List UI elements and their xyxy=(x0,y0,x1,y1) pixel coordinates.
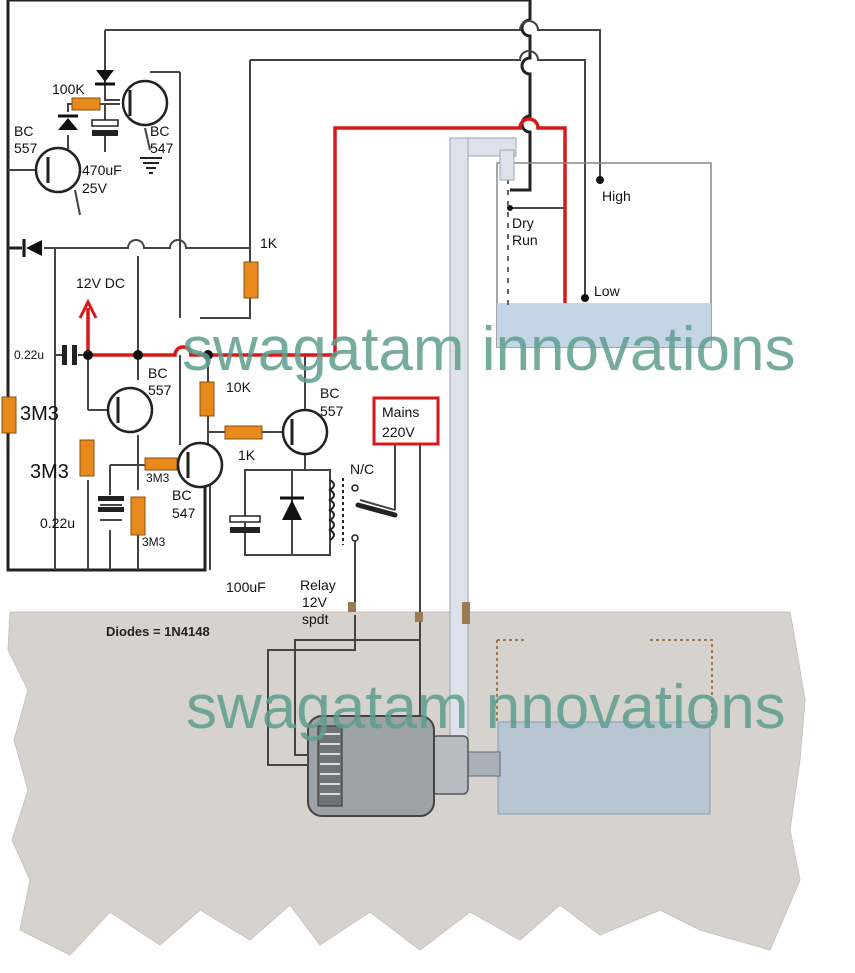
label-q1-bc: BC xyxy=(14,123,33,139)
label-dry-1: Dry xyxy=(512,215,534,231)
label-q3-bc: BC xyxy=(148,365,167,381)
label-r-3m3-mid: 3M3 xyxy=(30,461,69,483)
supply-arrowhead xyxy=(78,298,98,319)
label-q4-num: 557 xyxy=(320,403,344,419)
label-r-3m3-left: 3M3 xyxy=(20,403,59,425)
label-r-10k: 10K xyxy=(226,379,252,395)
label-q1-num: 557 xyxy=(14,140,38,156)
label-r-1k-mid: 1K xyxy=(238,447,256,463)
label-r-100k: 100K xyxy=(52,81,85,97)
capacitors xyxy=(62,119,261,533)
water-pipe xyxy=(449,137,517,749)
tank-water xyxy=(497,303,711,347)
label-nc: N/C xyxy=(350,461,374,477)
label-relay-3: spdt xyxy=(302,611,329,627)
transistors xyxy=(34,79,329,489)
sense-wire xyxy=(88,117,567,357)
diodes xyxy=(22,70,304,520)
resistors xyxy=(1,97,263,536)
label-q5-num: 547 xyxy=(172,505,196,521)
label-relay-2: 12V xyxy=(302,594,328,610)
label-q3-num: 557 xyxy=(148,382,172,398)
watermark-bottom: swagatam nnovations xyxy=(186,673,786,742)
ground-symbol xyxy=(140,157,162,174)
label-c-470-v: 25V xyxy=(82,180,108,196)
wiring xyxy=(6,0,601,766)
label-supply: 12V DC xyxy=(76,275,125,291)
label-r-3m3-small: 3M3 xyxy=(146,471,170,485)
watermark-top: swagatam innovations xyxy=(182,315,795,384)
water-tank xyxy=(496,162,712,348)
relay xyxy=(328,478,398,545)
label-c-022-bottom: 0.22u xyxy=(40,515,75,531)
label-high: High xyxy=(602,188,631,204)
label-mains-2: 220V xyxy=(382,424,415,440)
label-relay-1: Relay xyxy=(300,577,336,593)
label-c-470: 470uF xyxy=(82,162,122,178)
label-q5-bc: BC xyxy=(172,487,191,503)
label-q2-bc: BC xyxy=(150,123,169,139)
label-low: Low xyxy=(594,283,621,299)
label-q2-num: 547 xyxy=(150,140,174,156)
label-c-022-top: 0.22u xyxy=(14,348,44,362)
mains-box xyxy=(372,396,440,446)
label-diodes-note: Diodes = 1N4148 xyxy=(106,624,210,639)
label-c-100: 100uF xyxy=(226,579,266,595)
label-r-3m3-bottom: 3M3 xyxy=(142,535,166,549)
pump-motor xyxy=(307,602,713,817)
label-q4-bc: BC xyxy=(320,385,339,401)
label-r-1k-top: 1K xyxy=(260,235,278,251)
label-mains-1: Mains xyxy=(382,404,419,420)
label-dry-2: Run xyxy=(512,232,538,248)
